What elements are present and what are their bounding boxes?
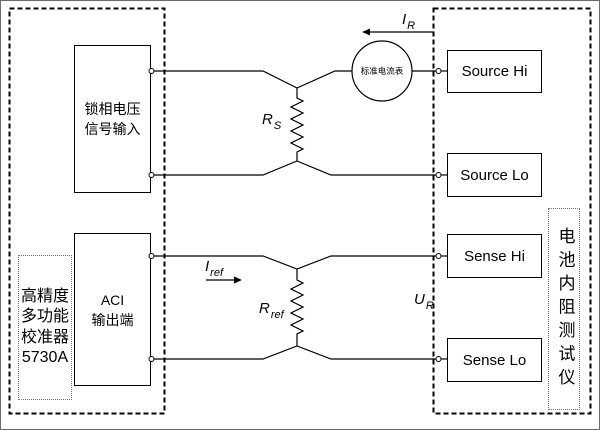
resistor-rref-symbol: R bbox=[259, 300, 270, 317]
source-hi-terminal bbox=[435, 68, 442, 74]
tester-name-label: 电池内阻测试仪 bbox=[554, 226, 575, 392]
voltage-ur-subscript: R bbox=[425, 300, 434, 312]
aci-output-box: ACI 输出端 bbox=[74, 233, 151, 386]
source-lo-terminal bbox=[435, 172, 442, 178]
calibrator-name-line-1: 高精度 bbox=[20, 287, 69, 305]
lockin-input-label-line-1: 锁相电压 bbox=[84, 101, 141, 117]
current-iref-arrowhead bbox=[234, 276, 242, 284]
wire-source-hi bbox=[154, 70, 352, 89]
lockin-voltage-input-box: 锁相电压 信号输入 bbox=[74, 45, 151, 193]
source-hi-box: Source Hi bbox=[447, 50, 542, 93]
resistor-rref bbox=[289, 269, 305, 346]
sense-lo-label: Sense Lo bbox=[462, 351, 527, 369]
wire-source-lo bbox=[154, 160, 436, 176]
wire-sense-lo bbox=[154, 345, 436, 360]
voltage-ur-label: UR bbox=[414, 291, 434, 312]
calibrator-name-frame: 高精度 多功能 校准器 5730A bbox=[18, 255, 72, 400]
aci-output-label-line-1: ACI bbox=[100, 291, 125, 308]
current-iref-symbol: I bbox=[205, 258, 210, 275]
tester-name-frame: 电池内阻测试仪 bbox=[548, 208, 580, 410]
sense-lo-box: Sense Lo bbox=[447, 338, 542, 382]
sense-hi-terminal bbox=[435, 253, 442, 259]
source-hi-label: Source Hi bbox=[461, 63, 528, 80]
resistor-rref-subscript: ref bbox=[270, 309, 284, 321]
standard-ammeter-circle bbox=[351, 40, 413, 102]
current-ir-symbol: I bbox=[402, 11, 407, 28]
source-lo-box: Source Lo bbox=[447, 153, 542, 197]
current-ir-label: IR bbox=[402, 11, 415, 32]
current-ir-subscript: R bbox=[407, 20, 416, 32]
resistor-rs-subscript: S bbox=[273, 120, 282, 132]
current-ir-arrowhead bbox=[362, 28, 370, 36]
calibrator-name-line-3: 校准器 bbox=[20, 328, 69, 346]
sense-hi-label: Sense Hi bbox=[464, 247, 525, 265]
aci-output-label-line-2: 输出端 bbox=[91, 311, 134, 328]
resistor-rs-label: RS bbox=[262, 111, 281, 132]
sense-lo-terminal bbox=[435, 356, 442, 362]
sense-hi-box: Sense Hi bbox=[447, 234, 542, 278]
wire-sense-hi bbox=[154, 255, 436, 270]
lockin-input-label-line-2: 信号输入 bbox=[84, 121, 141, 137]
standard-ammeter-label: 标准电流表 bbox=[361, 66, 404, 77]
resistor-rref-label: Rref bbox=[259, 300, 284, 321]
current-iref-label: Iref bbox=[205, 258, 223, 279]
current-iref-subscript: ref bbox=[210, 267, 224, 279]
calibrator-name-line-2: 多功能 bbox=[20, 308, 69, 325]
source-lo-label: Source Lo bbox=[460, 166, 529, 184]
resistor-rs bbox=[289, 88, 305, 161]
resistor-rs-symbol: R bbox=[262, 111, 273, 128]
voltage-ur-symbol: U bbox=[414, 291, 425, 308]
calibrator-model: 5730A bbox=[21, 349, 69, 366]
